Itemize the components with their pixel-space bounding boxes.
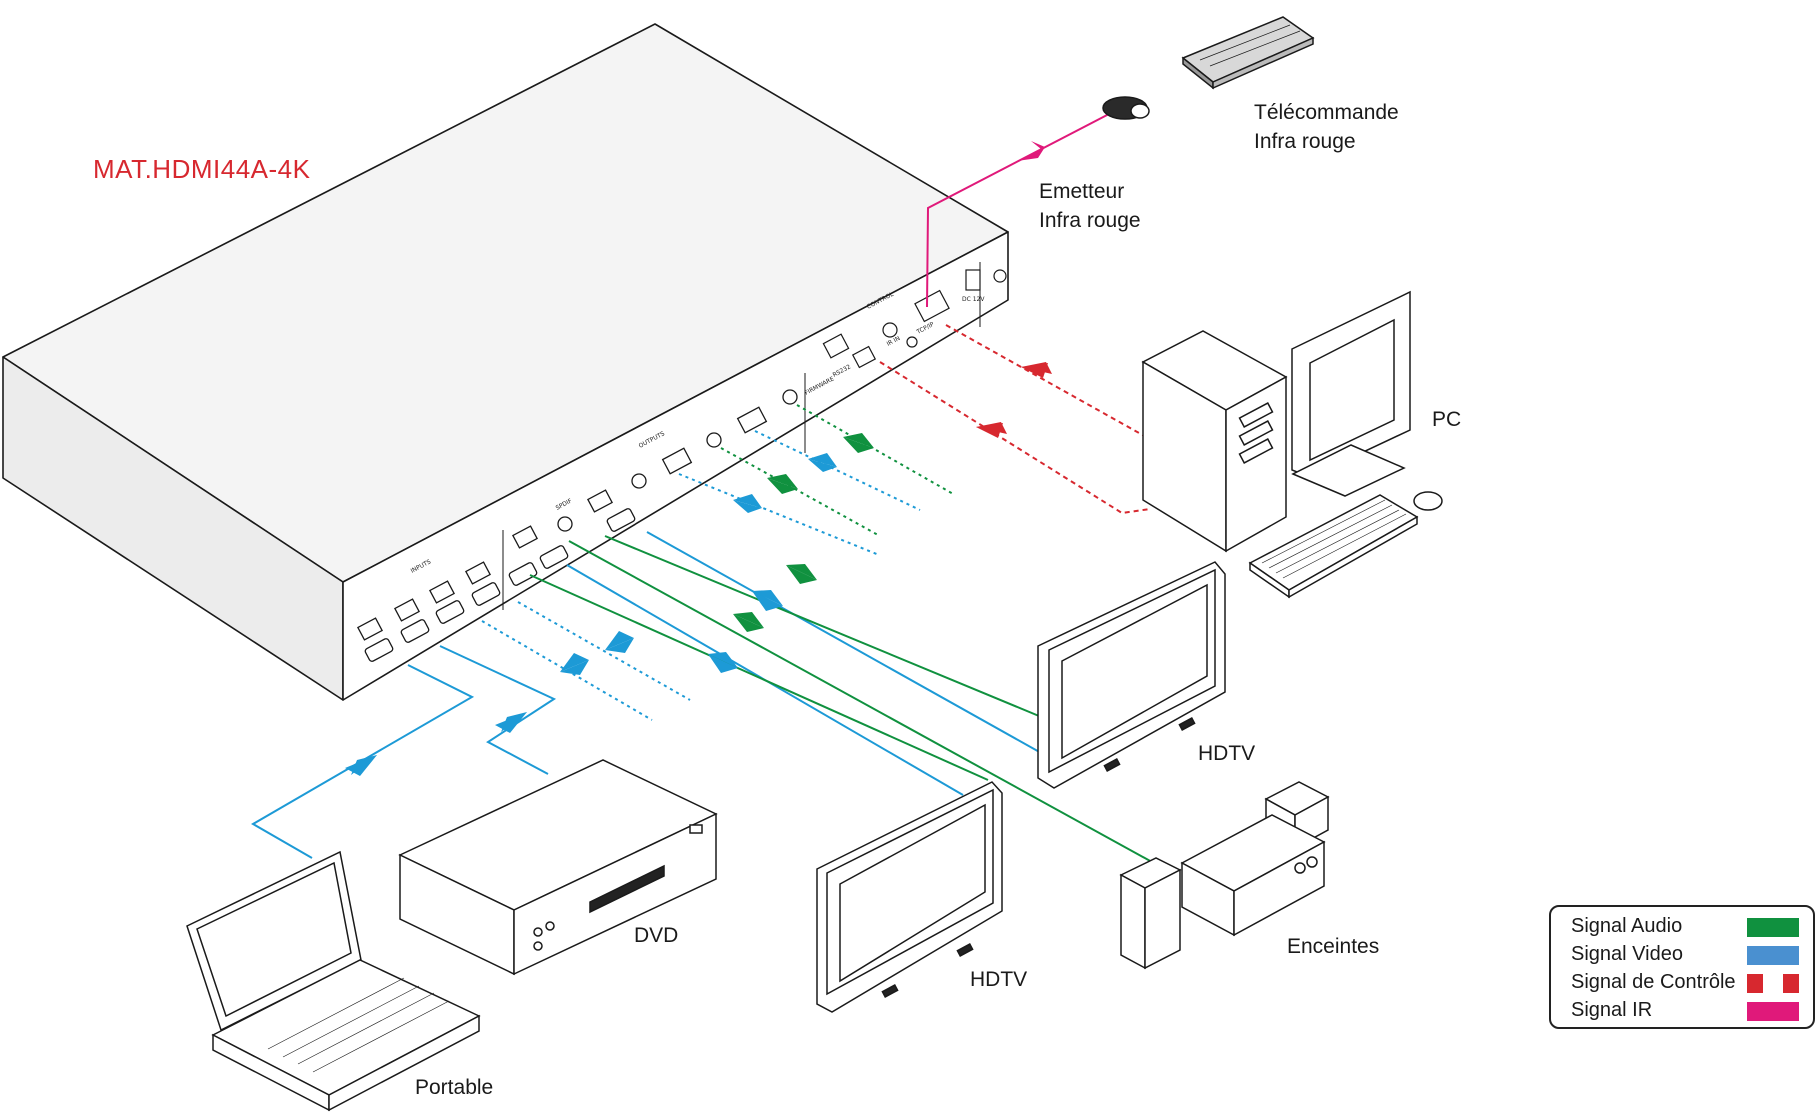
output-ports <box>512 389 798 549</box>
legend-video-swatch <box>1747 946 1799 965</box>
pc-label: PC <box>1432 408 1462 431</box>
dvd-player <box>398 759 718 976</box>
hdtv-right <box>1037 561 1226 789</box>
output-line-arrows <box>708 564 817 673</box>
dotted-line-arrows <box>560 433 874 675</box>
pc-tower <box>1141 330 1288 553</box>
hdtv-center-label: HDTV <box>970 968 1028 991</box>
dvd-label: DVD <box>634 924 679 947</box>
legend-control-swatch <box>1747 974 1799 993</box>
pc-monitor <box>1291 290 1411 497</box>
remote-label-line2: Infra rouge <box>1254 130 1356 153</box>
ir-signal-line <box>926 113 1110 308</box>
speakers-system <box>1119 781 1330 970</box>
remote-label-line1: Télécommande <box>1254 101 1399 124</box>
video-input-arrows <box>345 712 527 776</box>
control-ports <box>822 269 1007 369</box>
legend-video-label: Signal Video <box>1571 943 1683 965</box>
emitter-label-line1: Emetteur <box>1039 180 1125 203</box>
pc-mouse <box>1413 491 1443 511</box>
input-ports <box>357 561 491 641</box>
hdtv-right-label: HDTV <box>1198 742 1256 765</box>
legend-ir-label: Signal IR <box>1571 999 1653 1021</box>
output-signal-lines <box>529 531 1153 863</box>
ir-emitter <box>1102 96 1150 120</box>
laptop <box>186 850 481 1112</box>
control-signal-lines <box>879 324 1151 515</box>
unused-audio-lines <box>720 404 956 536</box>
legend-audio-swatch <box>1747 918 1799 937</box>
speakers-label: Enceintes <box>1287 935 1380 958</box>
emitter-label-line2: Infra rouge <box>1039 209 1141 232</box>
legend-audio-label: Signal Audio <box>1571 915 1683 937</box>
ir-remote-control <box>1181 16 1315 90</box>
signal-legend: Signal Audio Signal Video Signal de Cont… <box>1549 905 1815 1029</box>
device-model-title: MAT.HDMI44A-4K <box>93 154 311 184</box>
input-plugs <box>364 508 636 662</box>
hdtv-center <box>816 781 1003 1013</box>
laptop-label: Portable <box>415 1076 494 1099</box>
legend-ir-swatch <box>1747 1002 1799 1021</box>
dc-label: DC 12V <box>962 296 985 303</box>
legend-control-label: Signal de Contrôle <box>1571 971 1736 993</box>
pc-keyboard <box>1248 494 1419 599</box>
control-arrows <box>976 362 1052 438</box>
ir-arrow <box>1017 141 1045 161</box>
